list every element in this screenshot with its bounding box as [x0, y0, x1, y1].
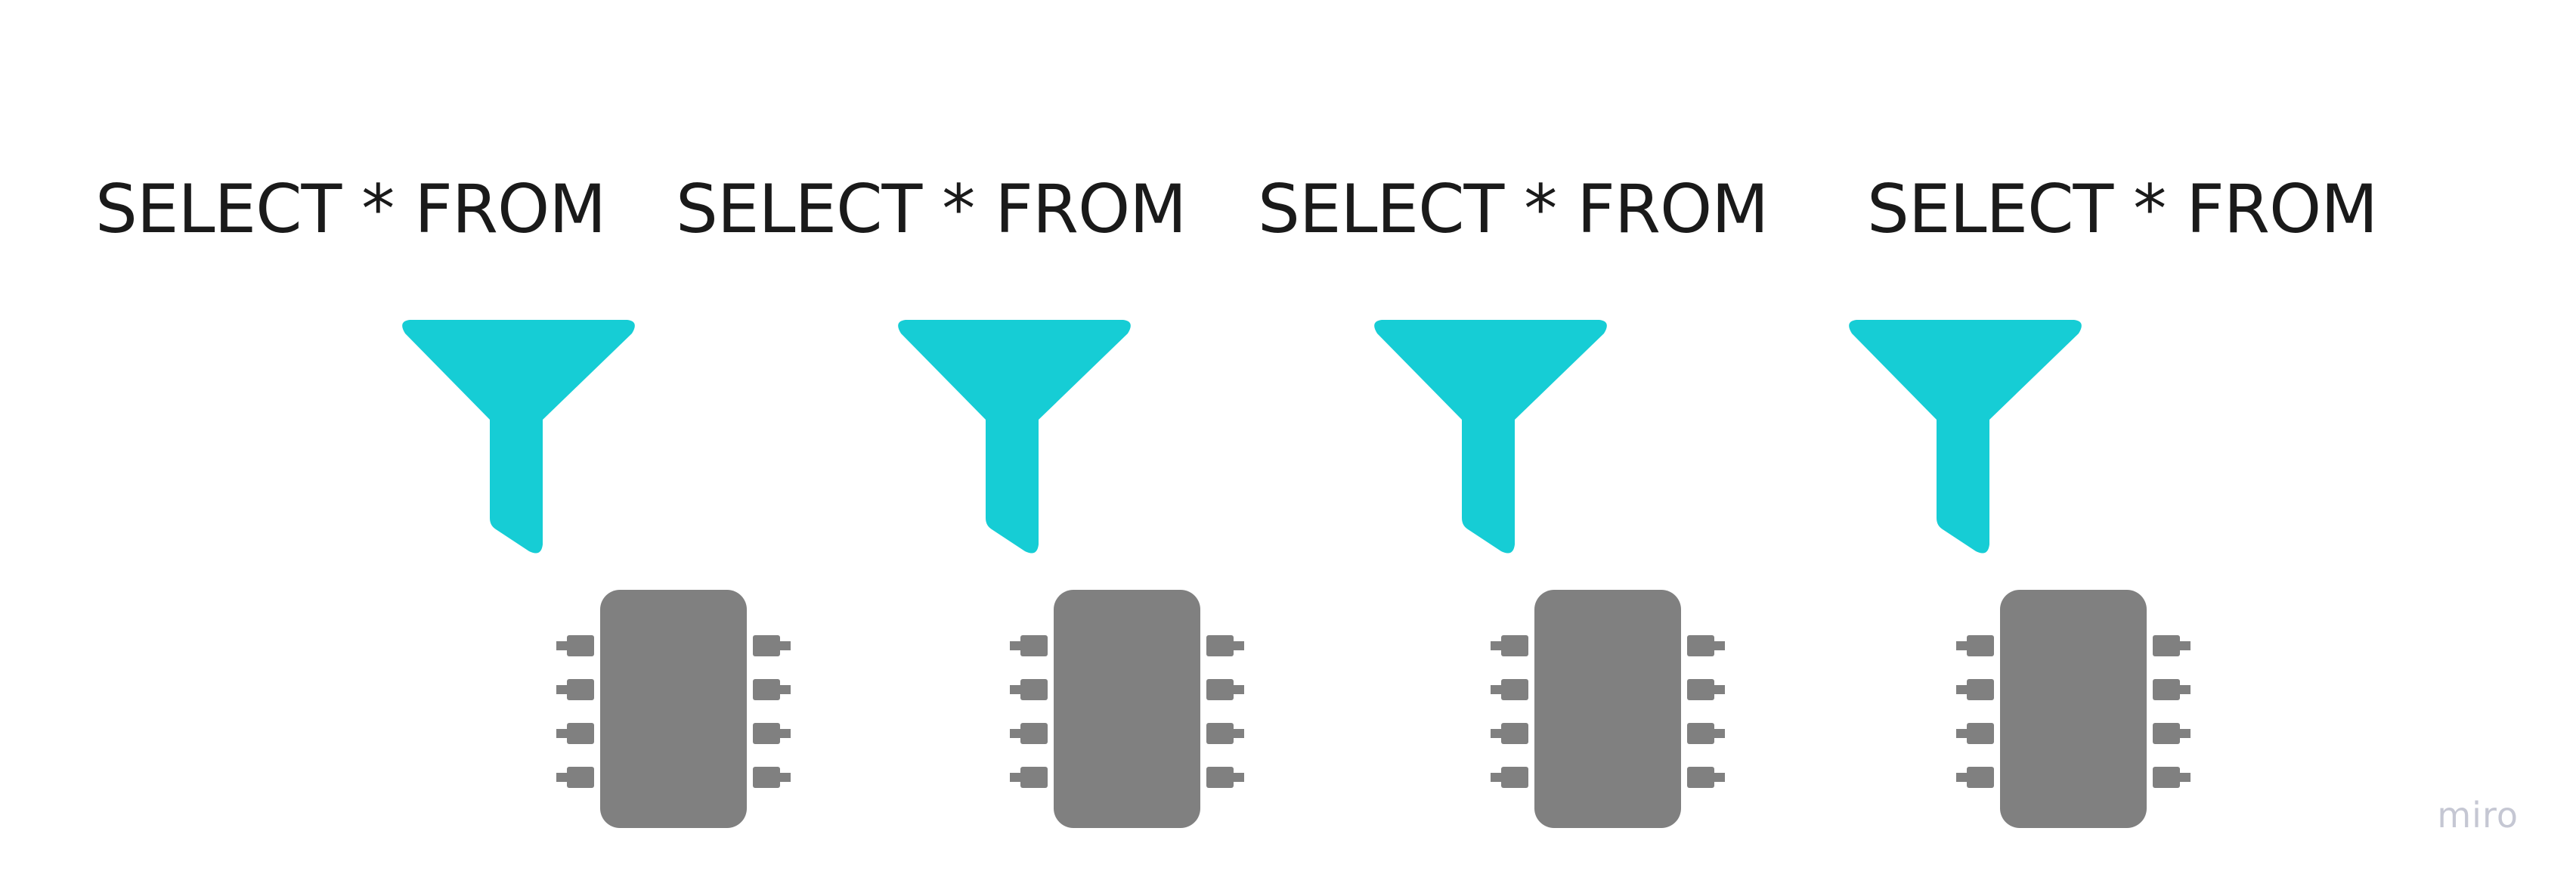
sql-query-label-4: SELECT * FROM [1867, 170, 2378, 248]
sql-query-label-1: SELECT * FROM [95, 170, 606, 248]
filter-icon [1374, 320, 1607, 554]
cpu-chip-icon [1491, 590, 1725, 828]
cpu-chip-icon [1956, 590, 2191, 828]
filter-icon [402, 320, 635, 554]
filter-icon [1849, 320, 2082, 554]
sql-query-label-3: SELECT * FROM [1258, 170, 1769, 248]
cpu-chip-icon [1010, 590, 1244, 828]
sql-query-label-2: SELECT * FROM [676, 170, 1187, 248]
cpu-chip-icon [556, 590, 791, 828]
filter-icon [898, 320, 1131, 554]
miro-watermark: miro [2437, 795, 2519, 836]
